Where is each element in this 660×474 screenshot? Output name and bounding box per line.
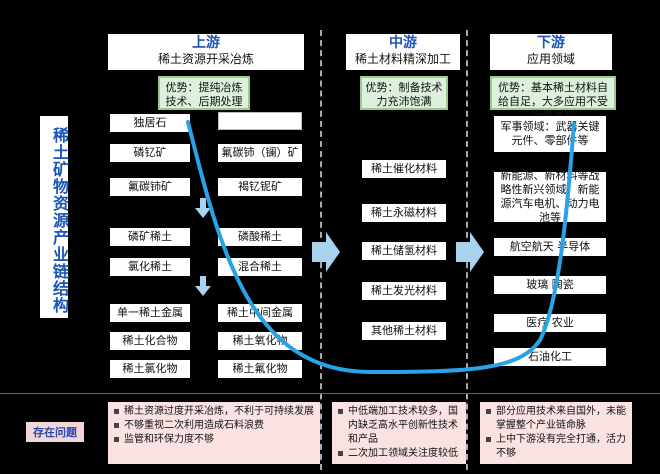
midstream-issues: 中低端加工技术较多，国内缺乏高水平创新性技术和产品 二次加工领域关注度较低: [332, 402, 466, 464]
downstream-advantage: 优势：基本稀土材料自给自足，大多应用不受产量限制: [490, 76, 616, 122]
upstream-item: 褐钇铌矿: [218, 178, 302, 196]
downstream-subtitle: 应用领域: [526, 52, 575, 66]
down-arrow-icon: [195, 198, 211, 218]
issue-item: 稀土资源过度开采冶炼，不利于可持续发展: [114, 405, 314, 419]
midstream-item: 稀土催化材料: [362, 160, 446, 178]
issue-item: 监管和环保力度不够: [114, 433, 314, 447]
smile-curve: [186, 120, 576, 375]
issue-item: 中低端加工技术较多，国内缺乏高水平创新性技术和产品: [338, 405, 460, 447]
downstream-item: 医疗 农业: [494, 314, 606, 332]
upstream-item: 稀土氧化物: [218, 332, 302, 350]
midstream-subtitle: 稀土材料精深加工: [354, 52, 451, 66]
issue-item: 二次加工领域关注度较低: [338, 447, 460, 461]
downstream-item: 玻璃 陶瓷: [494, 276, 606, 294]
down-arrow-icon: [195, 276, 211, 296]
upstream-item: 混合稀土: [218, 258, 302, 276]
downstream-item: 石油化工: [494, 348, 606, 366]
upstream-advantage: 优势：提纯冶炼技术、后期处理: [158, 76, 250, 110]
upstream-item: 稀土中间金属: [218, 304, 302, 322]
midstream-item: 稀土储氢材料: [362, 242, 446, 260]
midstream-item: 稀土发光材料: [362, 282, 446, 300]
midstream-advantage: 优势：制备技术力充沛饱满: [360, 76, 448, 110]
downstream-title: 下游: [537, 35, 565, 51]
midstream-header: 中游 稀土材料精深加工: [346, 34, 460, 70]
issue-item: 上中下游没有完全打通，活力不够: [486, 433, 626, 461]
downstream-header: 下游 应用领域: [490, 34, 612, 70]
upstream-item: 磷矿稀土: [110, 228, 190, 246]
issue-item: 部分应用技术来自国外，未能掌握整个产业链命脉: [486, 405, 626, 433]
downstream-item: 新能源、新材料等战略性新兴领域：新能源汽车电机、动力电池等: [494, 169, 606, 224]
issue-item: 不够重视二次利用造成石料浪费: [114, 419, 314, 433]
issues-divider: [0, 393, 660, 394]
upstream-item: 稀土化合物: [110, 332, 190, 350]
midstream-title: 中游: [389, 35, 417, 51]
side-title: 稀土矿物资源产业链结构: [40, 116, 69, 318]
upstream-header: 上游 稀土资源开采冶炼: [108, 34, 304, 70]
midstream-item: 其他稀土材料: [362, 322, 446, 340]
midstream-item: 稀土永磁材料: [362, 204, 446, 222]
upstream-item: 稀土氟化物: [218, 360, 302, 378]
upstream-issues: 稀土资源过度开采冶炼，不利于可持续发展 不够重视二次利用造成石料浪费 监管和环保…: [108, 402, 320, 464]
upstream-item: 磷钇矿: [110, 144, 190, 162]
issues-label: 存在问题: [26, 422, 84, 442]
upstream-item: 氟碳铈矿: [110, 178, 190, 196]
upstream-item: 氟碳铈（镧）矿: [218, 144, 302, 162]
upstream-item-empty: [218, 112, 302, 130]
upstream-item: 氯化稀土: [110, 258, 190, 276]
upstream-item: 磷酸稀土: [218, 228, 302, 246]
downstream-item: 航空航天 半导体: [494, 238, 606, 256]
upstream-subtitle: 稀土资源开采冶炼: [157, 52, 254, 66]
upstream-item: 单一稀土金属: [110, 304, 190, 322]
downstream-issues: 部分应用技术来自国外，未能掌握整个产业链命脉 上中下游没有完全打通，活力不够: [480, 402, 632, 464]
upstream-title: 上游: [192, 35, 220, 51]
upstream-item: 独居石: [110, 114, 190, 132]
right-arrow-icon: [312, 232, 340, 272]
upstream-item: 稀土氯化物: [110, 360, 190, 378]
right-arrow-icon: [456, 232, 484, 272]
